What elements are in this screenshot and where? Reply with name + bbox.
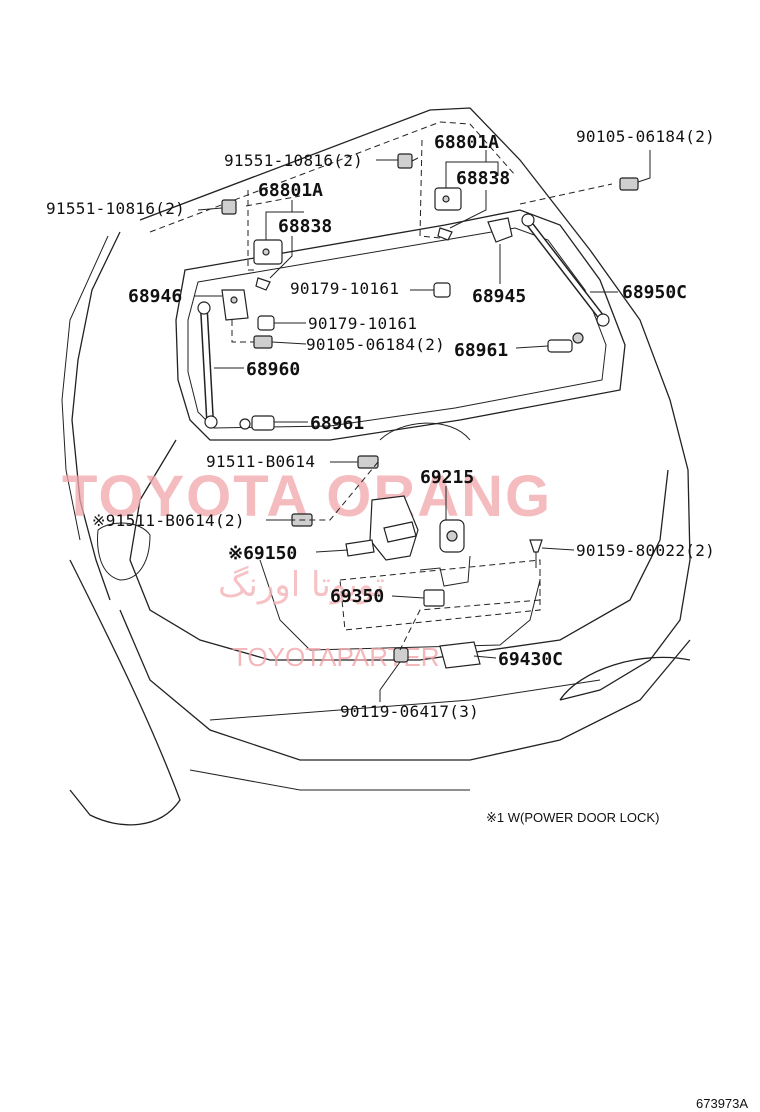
label-68801a-left: 68801A bbox=[258, 180, 323, 201]
bolt-90105-left bbox=[253, 335, 273, 349]
bolt-91551-left bbox=[221, 199, 237, 215]
label-69215: 69215 bbox=[420, 467, 474, 488]
label-68801a-right: 68801A bbox=[434, 132, 499, 153]
label-68946: 68946 bbox=[128, 286, 182, 307]
bracket-68945-part bbox=[487, 217, 513, 243]
label-69430c: 69430C bbox=[498, 649, 563, 670]
ball-stud-68961-left bbox=[239, 415, 275, 431]
label-68945: 68945 bbox=[472, 286, 526, 307]
diagram-code: 673973A bbox=[696, 1096, 748, 1111]
handle-69430c-part bbox=[439, 641, 481, 669]
bolt-91551-right bbox=[397, 153, 419, 169]
nut-90179-left bbox=[257, 315, 275, 331]
label-68838-left: 68838 bbox=[278, 216, 332, 237]
hinge-right-part bbox=[434, 187, 462, 241]
label-68960: 68960 bbox=[246, 359, 300, 380]
nut-90119-part bbox=[393, 647, 409, 663]
hinge-left-part bbox=[253, 239, 283, 291]
lock-assembly-part bbox=[345, 495, 419, 561]
bracket-68946-part bbox=[221, 289, 249, 321]
label-91551-10816-right: 91551-10816(2) bbox=[224, 151, 363, 170]
lock-cylinder-part bbox=[439, 519, 465, 553]
ball-stud-68961-right bbox=[547, 332, 584, 353]
footnote-power-door-lock: ※1 W(POWER DOOR LOCK) bbox=[486, 810, 659, 825]
label-91511-b0614: 91511-B0614 bbox=[206, 452, 315, 471]
label-69150: ※69150 bbox=[228, 543, 297, 564]
label-90179-10161-left: 90179-10161 bbox=[308, 314, 417, 333]
leader-lines bbox=[194, 150, 651, 702]
label-90105-06184-left: 90105-06184(2) bbox=[306, 335, 445, 354]
link-rod-part bbox=[419, 555, 471, 607]
gas-strut-left-part bbox=[197, 301, 218, 429]
gas-strut-right-part bbox=[521, 213, 610, 327]
label-90105-06184-top: 90105-06184(2) bbox=[576, 127, 715, 146]
car-body-outline bbox=[61, 107, 691, 826]
label-91551-10816-left: 91551-10816(2) bbox=[46, 199, 185, 218]
bolt-90105-top bbox=[619, 177, 639, 191]
label-68961-left: 68961 bbox=[310, 413, 364, 434]
label-69350: 69350 bbox=[330, 586, 384, 607]
label-68838-right: 68838 bbox=[456, 168, 510, 189]
label-91511-b0614-note: ※91511-B0614(2) bbox=[92, 511, 245, 530]
label-68950c: 68950C bbox=[622, 282, 687, 303]
nut-90179-right bbox=[433, 282, 451, 298]
assembly-dashed-lines bbox=[231, 139, 613, 651]
label-90159-80022: 90159-80022(2) bbox=[576, 541, 715, 560]
label-90119-06417: 90119-06417(3) bbox=[340, 702, 479, 721]
label-68961-right: 68961 bbox=[454, 340, 508, 361]
watermark-arabic: تويوتا اورنگ bbox=[218, 565, 385, 605]
label-90179-10161-right: 90179-10161 bbox=[290, 279, 399, 298]
screw-90159-part bbox=[529, 539, 543, 568]
